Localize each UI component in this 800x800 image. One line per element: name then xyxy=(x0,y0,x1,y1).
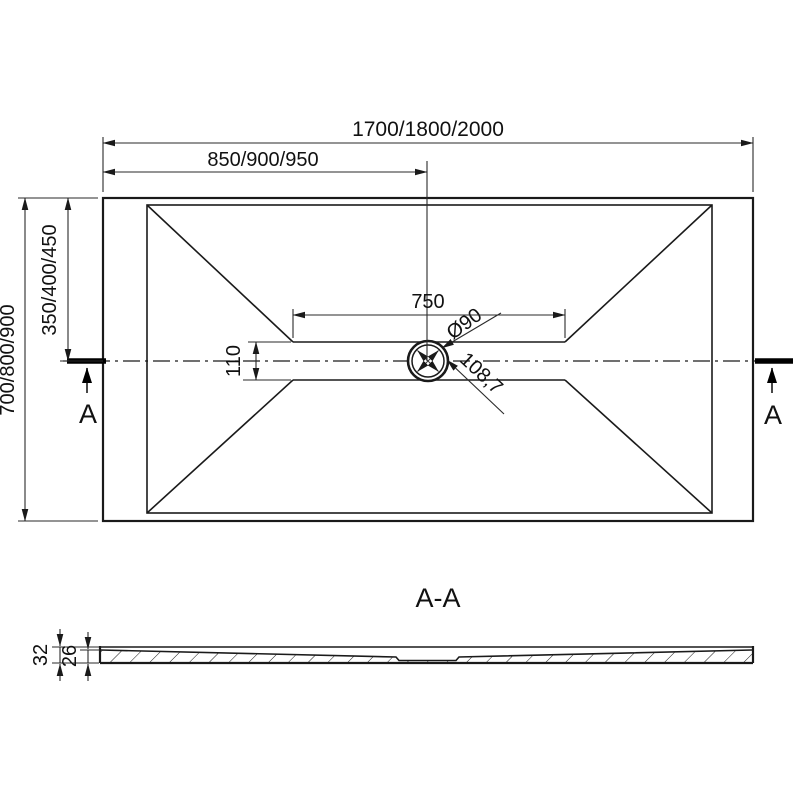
section-cut-right: A xyxy=(755,358,793,430)
section-cut-left: A xyxy=(67,358,106,429)
section-view: A-A 32 26 xyxy=(30,583,755,681)
leader-108-7 xyxy=(446,359,505,415)
floor-slope-line xyxy=(100,649,753,662)
dim-width-half: 850/900/950 xyxy=(102,149,428,361)
dim-width-total-label: 1700/1800/2000 xyxy=(352,118,504,141)
dim-drain-outer: 108,7 xyxy=(455,348,507,398)
tray-inner-rim xyxy=(146,204,713,514)
section-label-left: A xyxy=(79,399,97,429)
dim-channel-height-label: 110 xyxy=(223,345,245,377)
dim-height-total: 700/800/900 xyxy=(0,197,98,522)
dim-section-total-label: 32 xyxy=(30,644,52,666)
dim-height-half: 350/400/450 xyxy=(39,197,103,362)
section-label-right: A xyxy=(764,400,782,430)
section-outline xyxy=(98,646,755,665)
drain xyxy=(406,339,450,383)
slope-lines xyxy=(146,204,713,514)
drain-inner-circle xyxy=(411,344,445,378)
dim-channel-height: 110 xyxy=(223,341,291,381)
dim-width-half-label: 850/900/950 xyxy=(207,149,318,171)
plan-view: A A Ø90 108,7 1700/1800/2000 xyxy=(0,118,793,523)
section-material-hatch xyxy=(101,650,752,662)
dim-height-half-label: 350/400/450 xyxy=(39,224,61,335)
drain-cross-arrow-icon xyxy=(417,350,439,372)
dim-drain-diameter: Ø90 xyxy=(443,304,487,344)
drain-dimensions: Ø90 108,7 xyxy=(441,304,507,415)
leader-d90 xyxy=(441,312,502,349)
dim-section-inner-label: 26 xyxy=(59,645,81,667)
dim-section-inner: 26 xyxy=(59,632,100,681)
dim-height-total-label: 700/800/900 xyxy=(0,304,19,415)
dim-channel-width-label: 750 xyxy=(411,291,444,313)
dim-width-total: 1700/1800/2000 xyxy=(102,118,754,192)
section-title: A-A xyxy=(415,583,460,613)
dim-channel-width: 750 xyxy=(292,291,566,338)
